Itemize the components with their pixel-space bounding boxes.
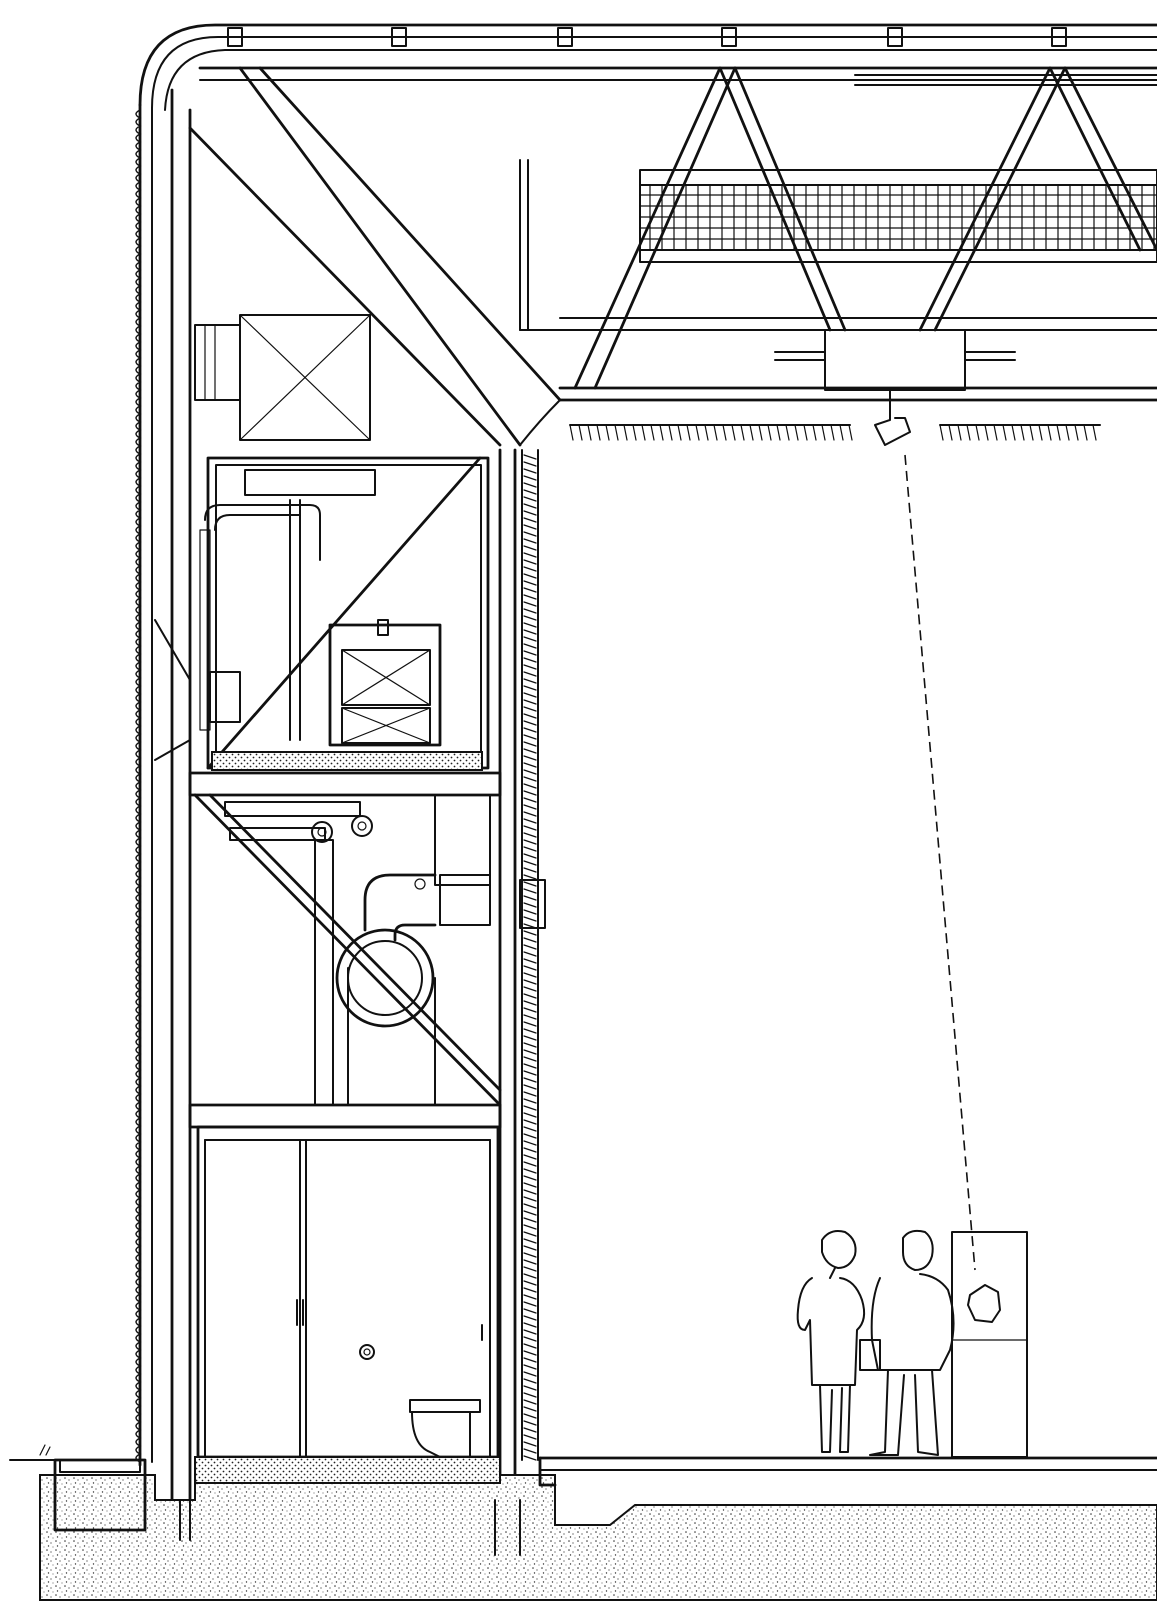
light-beam — [904, 454, 976, 1271]
wall-bracket — [519, 879, 546, 929]
structural-columns — [170, 88, 539, 1527]
plant-room-middle — [193, 793, 502, 1107]
roof-panels — [138, 23, 1157, 111]
exhibit-plinth — [951, 1231, 1028, 1458]
roof-truss — [519, 66, 1157, 446]
corrugated-cladding — [135, 103, 153, 1467]
visitor-figure-man — [859, 1229, 955, 1456]
toilet-room — [196, 1125, 500, 1459]
plant-room-upper — [154, 314, 490, 771]
roof-brace — [188, 66, 1157, 447]
internal-lining — [523, 454, 537, 1461]
visitor-figure-woman — [796, 1230, 866, 1453]
ground-slab — [9, 1444, 1157, 1601]
